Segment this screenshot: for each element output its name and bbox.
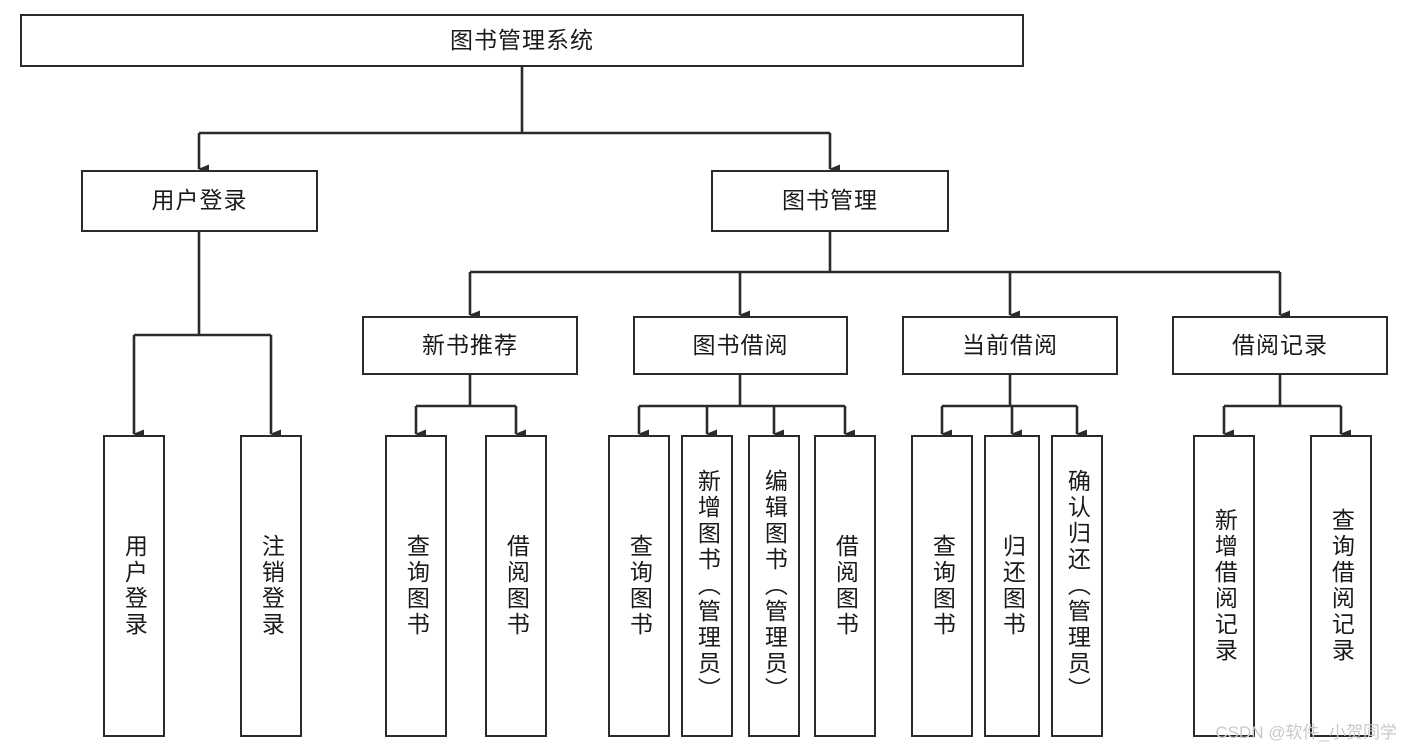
node-leaf-logout[interactable]: 注销登录 [240,435,302,737]
node-label: 注销登录 [258,534,285,638]
node-label: 新增借阅记录 [1211,508,1238,664]
node-newbook[interactable]: 新书推荐 [362,316,578,375]
node-label: 借阅记录 [1232,331,1328,358]
node-label: 图书管理系统 [450,26,594,53]
node-records[interactable]: 借阅记录 [1172,316,1388,375]
node-leaf-confirm[interactable]: 确认归还（管理员） [1051,435,1103,737]
node-label: 查询图书 [929,534,956,638]
node-leaf-addrec[interactable]: 新增借阅记录 [1193,435,1255,737]
node-label: 新增图书（管理员） [694,469,721,703]
node-leaf-b2[interactable]: 借阅图书 [814,435,876,737]
node-leaf-b1[interactable]: 借阅图书 [485,435,547,737]
node-borrow[interactable]: 图书借阅 [633,316,848,375]
node-leaf-edit[interactable]: 编辑图书（管理员） [748,435,800,737]
node-leaf-q3[interactable]: 查询图书 [911,435,973,737]
node-label: 新书推荐 [422,331,518,358]
node-label: 确认归还（管理员） [1064,469,1091,703]
node-label: 借阅图书 [503,534,530,638]
node-root[interactable]: 图书管理系统 [20,14,1024,67]
node-leaf-qrec[interactable]: 查询借阅记录 [1310,435,1372,737]
node-label: 查询图书 [626,534,653,638]
node-leaf-return[interactable]: 归还图书 [984,435,1040,737]
node-login[interactable]: 用户登录 [81,170,318,232]
node-label: 查询借阅记录 [1328,508,1355,664]
node-label: 归还图书 [999,534,1026,638]
node-label: 图书管理 [782,187,878,214]
node-leaf-q1[interactable]: 查询图书 [385,435,447,737]
node-bookmgmt[interactable]: 图书管理 [711,170,949,232]
node-label: 查询图书 [403,534,430,638]
node-label: 用户登录 [121,534,148,638]
node-leaf-q2[interactable]: 查询图书 [608,435,670,737]
watermark-text: CSDN @软件_小贺同学 [1215,723,1397,742]
node-label: 借阅图书 [832,534,859,638]
node-label: 图书借阅 [692,331,789,358]
node-leaf-add[interactable]: 新增图书（管理员） [681,435,733,737]
node-label: 编辑图书（管理员） [761,469,788,703]
node-current[interactable]: 当前借阅 [902,316,1118,375]
node-label: 当前借阅 [962,331,1058,358]
node-leaf-login[interactable]: 用户登录 [103,435,165,737]
node-label: 用户登录 [151,187,248,214]
